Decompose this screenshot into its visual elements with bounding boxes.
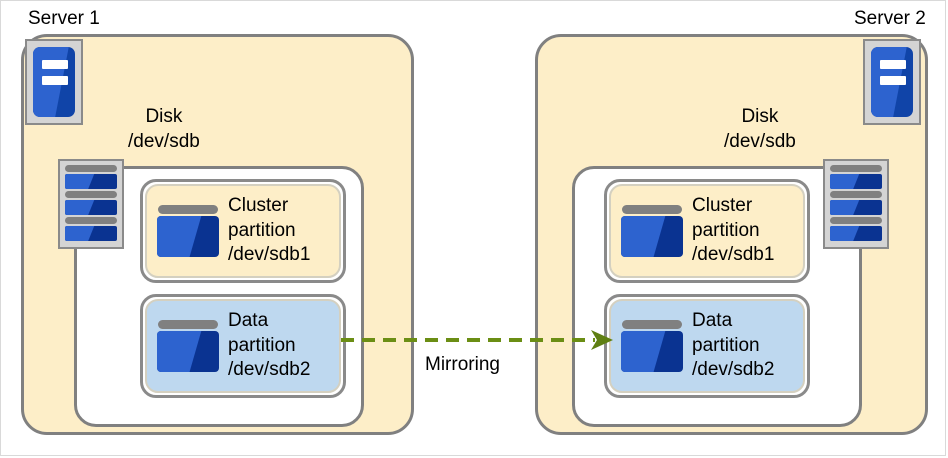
partition-line-3: /dev/sdb2: [228, 359, 311, 381]
disk-caption-line-1: Disk: [145, 106, 183, 127]
mirroring-label: Mirroring: [425, 354, 500, 375]
partition-inner: Data partition /dev/sdb2: [145, 299, 341, 393]
partition-disk-plate: [157, 331, 219, 372]
partition-disk-plate: [621, 331, 683, 372]
server-1-data-partition: Data partition /dev/sdb2: [140, 294, 346, 398]
disk-stack-cap: [830, 165, 882, 172]
partition-inner: Data partition /dev/sdb2: [609, 299, 805, 393]
partition-line-2: partition: [692, 219, 760, 241]
partition-disk-cap: [158, 320, 218, 329]
disk-stack-plate: [830, 174, 882, 189]
disk-stack-cap: [65, 217, 117, 224]
server-2-label: Server 2: [854, 8, 926, 29]
disk-stack-plate: [65, 174, 117, 189]
partition-line-1: Data: [228, 309, 269, 331]
partition-line-1: Cluster: [228, 194, 289, 216]
disk-stack-cap: [830, 217, 882, 224]
disk-stack-slot-3: [65, 217, 117, 243]
partition-disk-plate: [621, 216, 683, 257]
partition-line-3: /dev/sdb1: [692, 244, 775, 266]
server-tower-slot-2: [42, 76, 68, 85]
partition-disk-cap: [158, 205, 218, 214]
partition-disk-icon: [621, 205, 683, 257]
partition-text: Cluster partition /dev/sdb1: [692, 194, 774, 268]
partition-line-1: Cluster: [692, 194, 753, 216]
server-1-disk-caption: Disk /dev/sdb: [128, 104, 200, 154]
disk-stack-slot-3: [830, 217, 882, 243]
mirroring-arrow-icon: [341, 330, 613, 350]
disk-stack-slot-2: [65, 191, 117, 217]
server-2-data-partition: Data partition /dev/sdb2: [604, 294, 810, 398]
server-2-cluster-partition: Cluster partition /dev/sdb1: [604, 179, 810, 283]
partition-line-2: partition: [228, 219, 296, 241]
partition-disk-cap: [622, 205, 682, 214]
disk-stack-slot-2: [830, 191, 882, 217]
partition-disk-cap: [622, 320, 682, 329]
disk-stack-cap: [65, 191, 117, 198]
disk-stack-cap: [65, 165, 117, 172]
disk-stack-slot-1: [65, 165, 117, 191]
partition-line-3: /dev/sdb2: [692, 359, 775, 381]
partition-disk-icon: [621, 320, 683, 372]
disk-stack-icon: [58, 159, 124, 249]
disk-stack-plate: [830, 200, 882, 215]
server-2-disk-caption: Disk /dev/sdb: [724, 104, 796, 154]
partition-line-1: Data: [692, 309, 733, 331]
disk-stack-plate: [830, 226, 882, 241]
disk-caption-line-2: /dev/sdb: [128, 131, 200, 153]
partition-text: Cluster partition /dev/sdb1: [228, 194, 310, 268]
partition-text: Data partition /dev/sdb2: [692, 309, 774, 383]
server-tower-slot-1: [880, 60, 906, 69]
arrow-right-icon: [591, 330, 613, 350]
partition-line-2: partition: [228, 334, 296, 356]
partition-text: Data partition /dev/sdb2: [228, 309, 310, 383]
partition-inner: Cluster partition /dev/sdb1: [609, 184, 805, 278]
disk-stack-plate: [65, 226, 117, 241]
disk-stack-plate: [65, 200, 117, 215]
server-tower-icon: [25, 39, 83, 125]
disk-caption-line-2: /dev/sdb: [724, 131, 796, 153]
partition-disk-icon: [157, 205, 219, 257]
server-tower-icon: [863, 39, 921, 125]
partition-line-2: partition: [692, 334, 760, 356]
server-tower-body: [33, 47, 75, 117]
partition-disk-plate: [157, 216, 219, 257]
server-1-label: Server 1: [28, 8, 100, 29]
disk-stack-cap: [830, 191, 882, 198]
server-tower-slot-2: [880, 76, 906, 85]
partition-disk-icon: [157, 320, 219, 372]
server-tower-slot-1: [42, 60, 68, 69]
partition-inner: Cluster partition /dev/sdb1: [145, 184, 341, 278]
server-tower-body: [871, 47, 913, 117]
partition-line-3: /dev/sdb1: [228, 244, 311, 266]
server-1-cluster-partition: Cluster partition /dev/sdb1: [140, 179, 346, 283]
disk-caption-line-1: Disk: [741, 106, 779, 127]
disk-stack-slot-1: [830, 165, 882, 191]
disk-stack-icon: [823, 159, 889, 249]
